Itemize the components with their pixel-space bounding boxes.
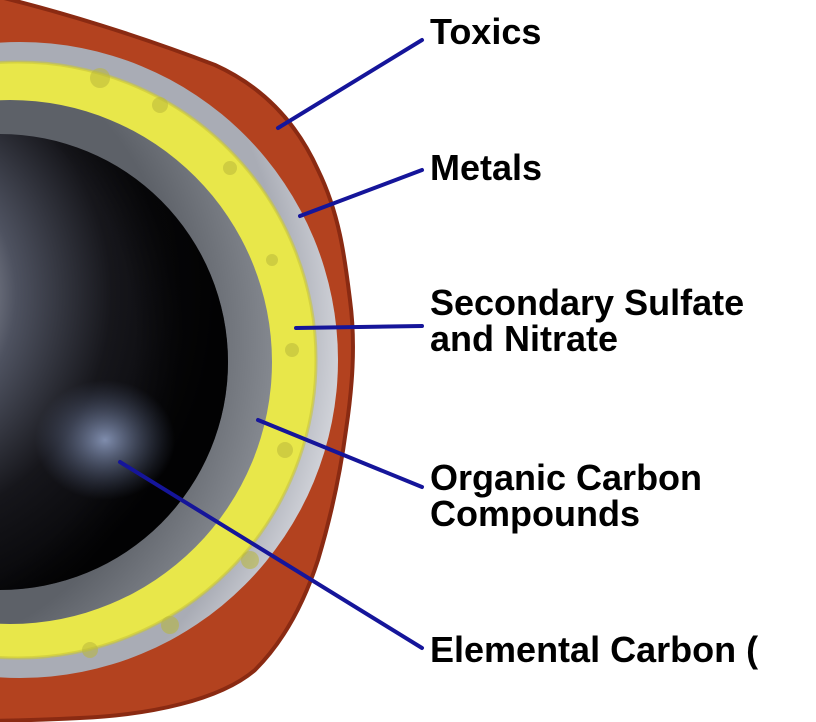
label-organic-line1: Organic Carbon [430, 460, 702, 496]
label-toxics: Toxics [430, 14, 541, 50]
label-organic-carbon: Organic Carbon Compounds [430, 460, 702, 532]
label-secondary-line1: Secondary Sulfate [430, 285, 744, 321]
label-organic-line2: Compounds [430, 496, 702, 532]
label-elemental-carbon: Elemental Carbon ( [430, 632, 758, 668]
label-secondary-line2: and Nitrate [430, 321, 744, 357]
leader-line-toxics [278, 40, 422, 128]
label-metals: Metals [430, 150, 542, 186]
leader-line-sulfate [296, 326, 422, 328]
label-secondary-sulfate-nitrate: Secondary Sulfate and Nitrate [430, 285, 744, 357]
